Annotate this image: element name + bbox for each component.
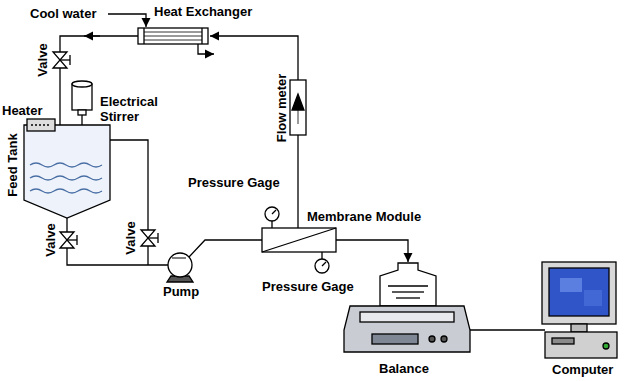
balance-scale xyxy=(344,306,470,352)
cool-water-outlet xyxy=(198,44,214,54)
part-label: Valve xyxy=(35,43,50,76)
flow-meter xyxy=(290,80,306,135)
permeate-pipe xyxy=(336,240,408,262)
pump-symbol xyxy=(167,253,193,282)
cool-water-inlet xyxy=(108,14,146,27)
part-label: Valve xyxy=(43,223,58,256)
part-label: Flow meter xyxy=(274,74,289,143)
part-label: Feed Tank xyxy=(5,133,20,196)
retentate-pipe xyxy=(297,135,298,228)
valve-symbol xyxy=(141,230,158,246)
valve-symbol xyxy=(53,52,70,68)
part-label: Pump xyxy=(163,284,199,299)
part-label: Pressure Gage xyxy=(262,279,354,294)
pressure-gauge xyxy=(265,207,279,228)
feed-pipe xyxy=(67,218,168,265)
part-label: Valve xyxy=(123,221,138,254)
flow-arrow xyxy=(84,35,100,36)
feed-tank xyxy=(24,125,110,218)
part-label: Heater xyxy=(2,103,42,118)
retentate-pipe xyxy=(210,36,298,80)
heater-block xyxy=(27,119,55,131)
part-label: Membrane Module xyxy=(307,209,421,224)
pressure-gauge xyxy=(315,252,329,273)
part-label: Electrical Stirrer xyxy=(100,94,164,124)
part-label: Computer xyxy=(552,362,613,377)
computer-icon xyxy=(542,262,617,358)
part-label: Cool water xyxy=(30,6,96,21)
valve-symbol xyxy=(60,232,77,248)
part-label: Balance xyxy=(379,361,429,376)
part-label: Pressure Gage xyxy=(188,175,280,190)
heat-exchanger xyxy=(138,28,208,44)
permeate-vessel xyxy=(380,263,436,306)
membrane-module xyxy=(262,228,336,252)
data-cable xyxy=(470,329,545,330)
part-label: Heat Exchanger xyxy=(154,4,252,19)
pump-outlet-pipe xyxy=(189,240,262,257)
